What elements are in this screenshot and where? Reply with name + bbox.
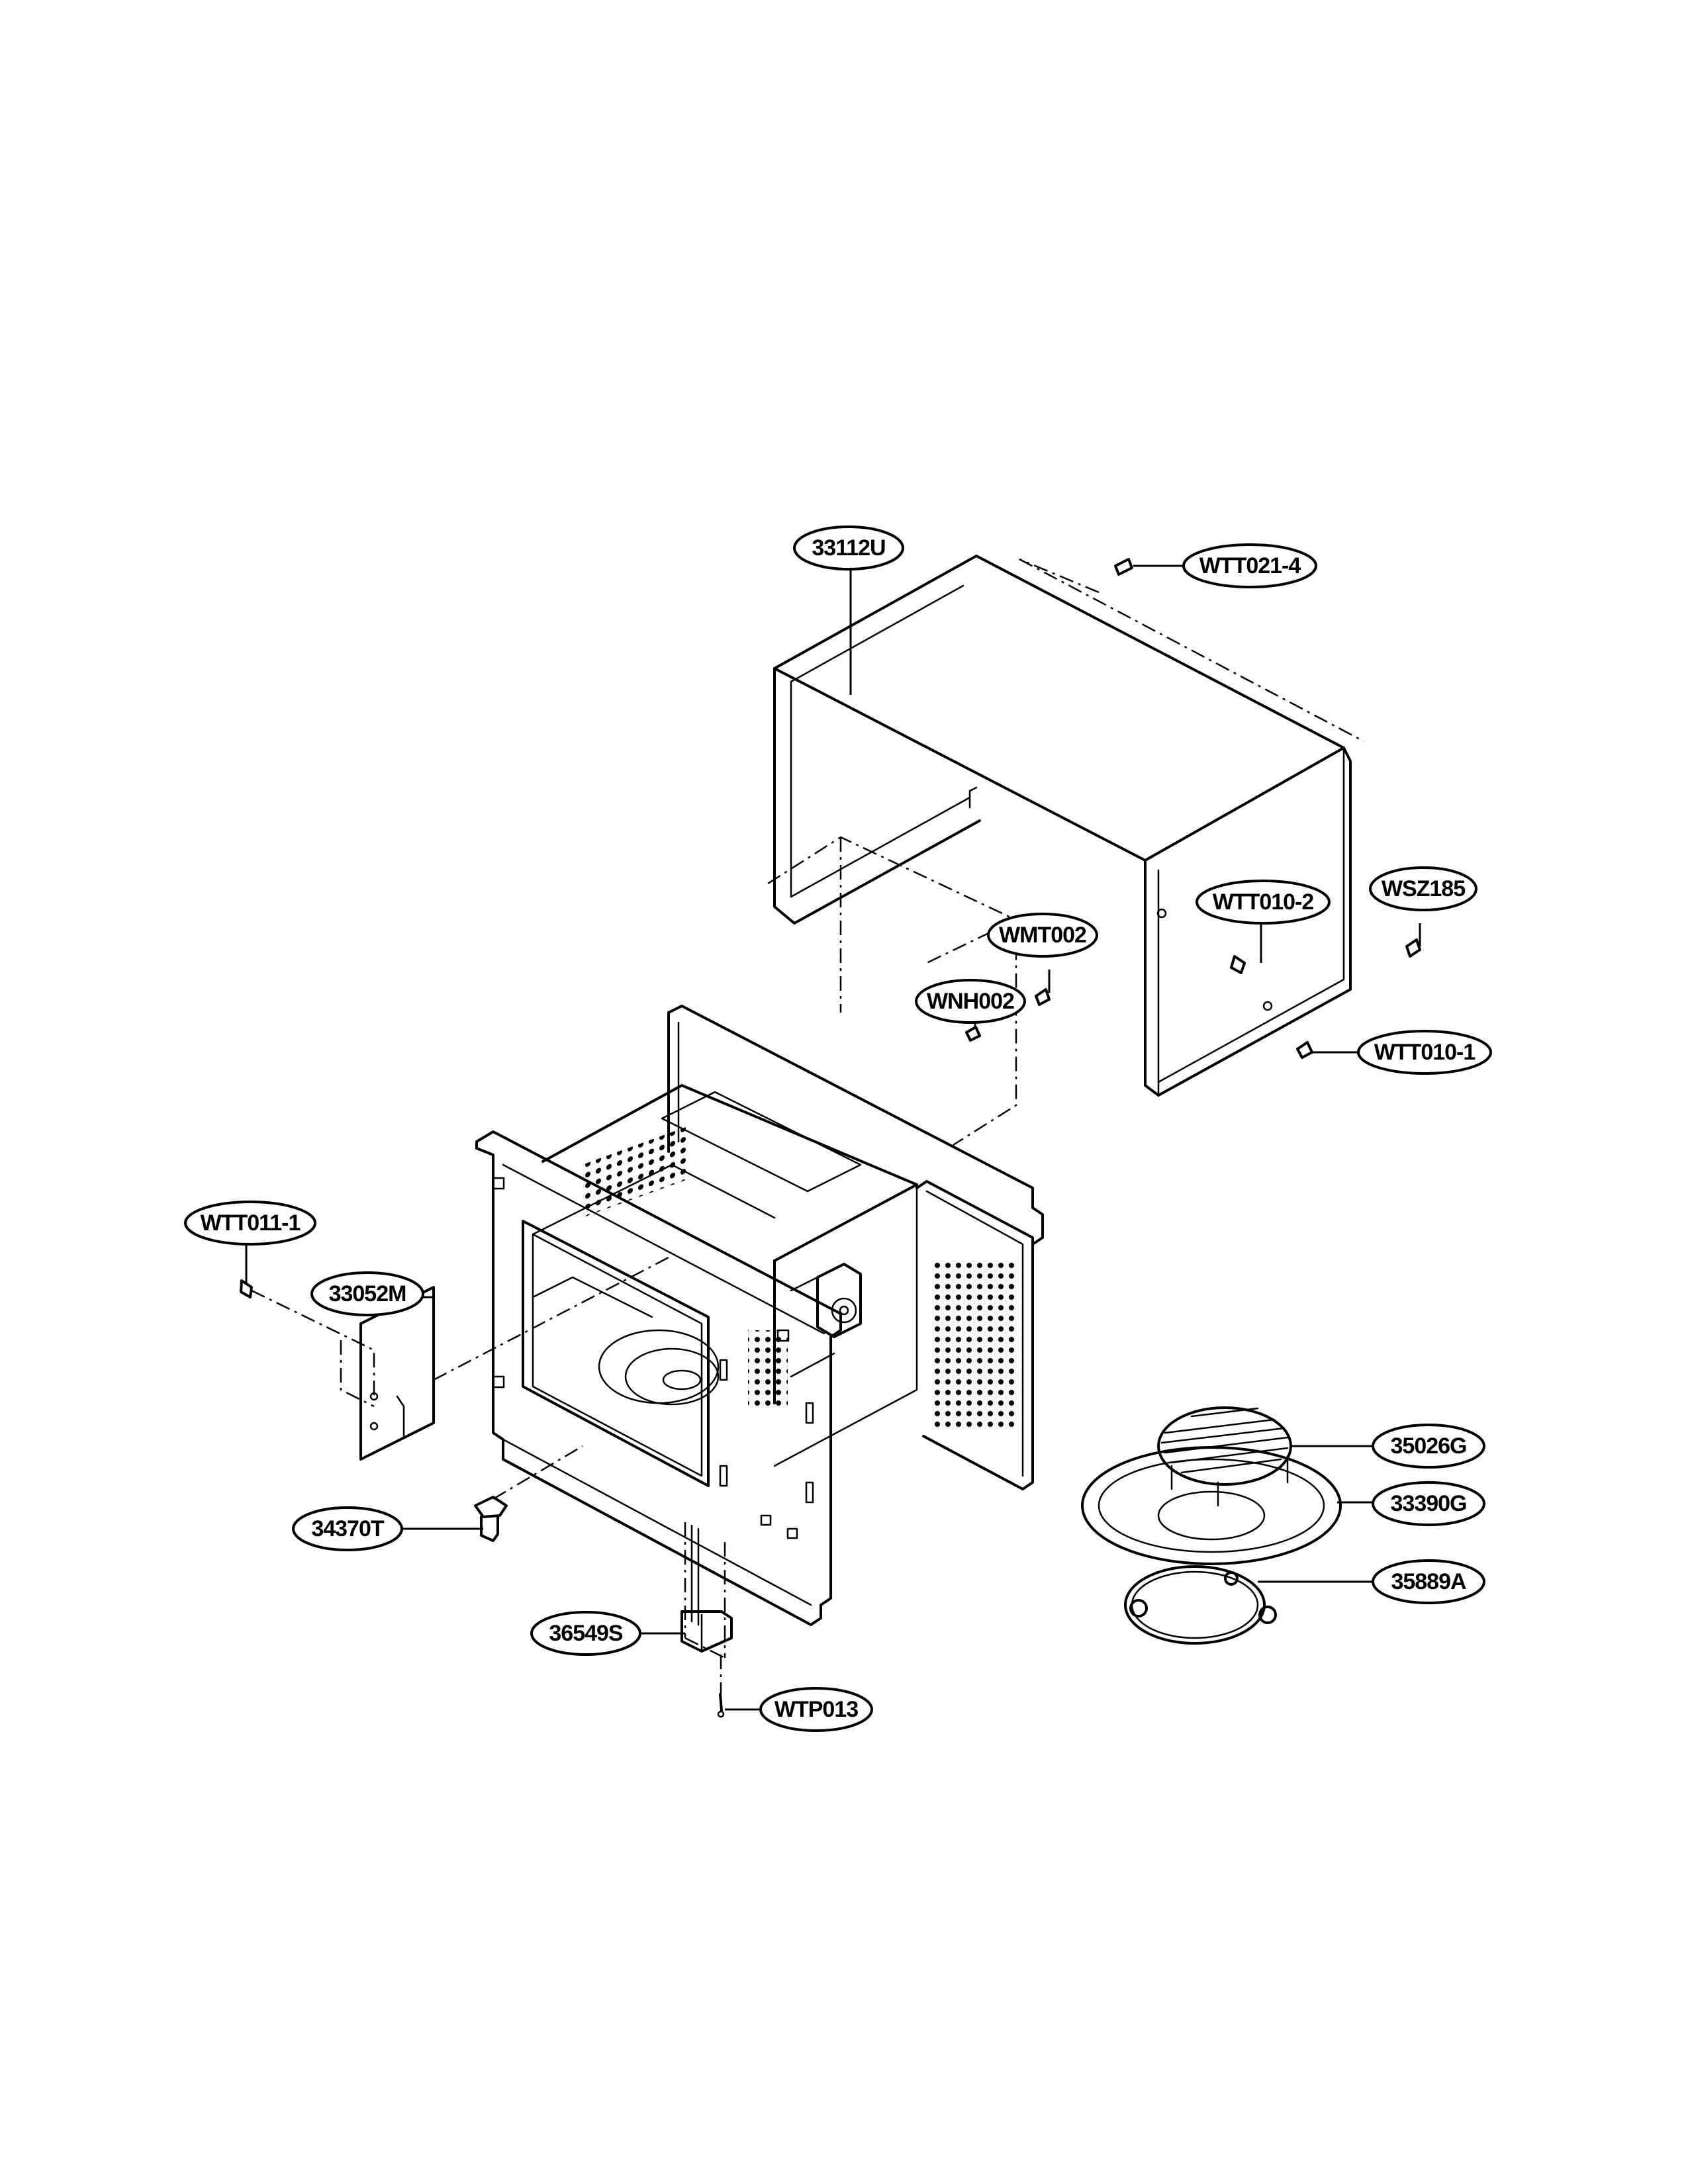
roller-ring	[1124, 1565, 1277, 1645]
callout-screw-rear: WSZ185	[1369, 866, 1477, 911]
svg-text:35889A: 35889A	[1391, 1569, 1466, 1594]
svg-text:WNH002: WNH002	[927, 989, 1014, 1014]
callout-screw-motor: WTP013	[759, 1687, 873, 1732]
svg-text:33052M: 33052M	[329, 1281, 406, 1306]
svg-text:WTT010-2: WTT010-2	[1213, 889, 1314, 915]
svg-text:WTT010-1: WTT010-1	[1374, 1040, 1476, 1065]
svg-text:WTT021-4: WTT021-4	[1199, 553, 1301, 578]
svg-text:33112U: 33112U	[812, 535, 885, 561]
turntable-motor-part	[680, 1522, 733, 1718]
svg-text:WMT002: WMT002	[999, 923, 1086, 948]
callout-waveguide-cover: 33052M	[310, 1271, 424, 1316]
svg-text:WSZ185: WSZ185	[1382, 876, 1465, 901]
glass-tray	[1081, 1446, 1342, 1565]
callout-screw-top-rear: WTT021-4	[1182, 543, 1317, 588]
callout-screw-side-lower: WTT010-1	[1357, 1030, 1492, 1075]
leader-lines	[245, 565, 1421, 1711]
callout-roller-ring: 35889A	[1372, 1559, 1485, 1604]
svg-text:35026G: 35026G	[1391, 1433, 1467, 1459]
callout-coupler: 34370T	[292, 1506, 403, 1551]
callout-screw-cover: WTT011-1	[184, 1201, 316, 1246]
screw-wtt011-part	[240, 1279, 253, 1298]
svg-text:36549S: 36549S	[549, 1621, 623, 1646]
callout-screw-motor-mount: WMT002	[987, 913, 1098, 958]
outer-cabinet	[773, 555, 1364, 1097]
callout-rack: 35026G	[1372, 1424, 1485, 1469]
svg-text:33390G: 33390G	[1391, 1491, 1467, 1516]
callout-nut: WNH002	[915, 979, 1026, 1024]
callout-cabinet: 33112U	[793, 525, 904, 570]
oven-chassis	[475, 1005, 1044, 1626]
callout-screw-side-upper: WTT010-2	[1196, 880, 1331, 925]
oven-rack	[1157, 1406, 1292, 1507]
svg-text:WTP013: WTP013	[774, 1697, 858, 1722]
fastener-parts	[965, 558, 1421, 1059]
rear-vent-holes	[933, 1257, 1019, 1430]
svg-text:34370T: 34370T	[311, 1516, 385, 1541]
svg-text:WTT011-1: WTT011-1	[201, 1210, 301, 1236]
callout-turntable-motor: 36549S	[530, 1611, 641, 1656]
callout-tray: 33390G	[1372, 1481, 1485, 1526]
